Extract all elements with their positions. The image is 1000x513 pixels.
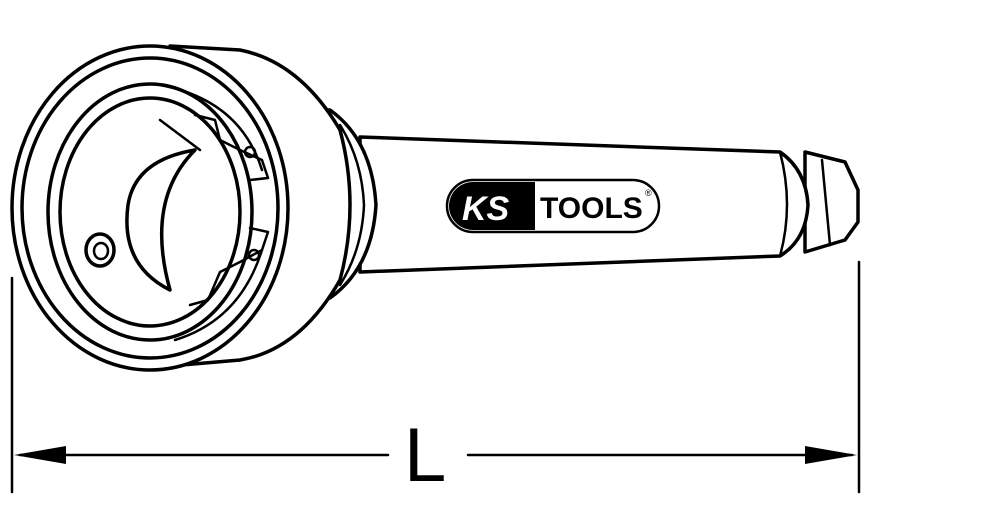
logo-suffix: TOOLS [540, 192, 643, 225]
inner-bore [125, 118, 202, 292]
arrow-right-icon [805, 446, 857, 464]
logo-prefix: KS [462, 190, 510, 228]
pin-icon [243, 145, 257, 159]
housing-front-face [10, 44, 290, 372]
square-drive [803, 150, 860, 254]
pin-icon [247, 248, 261, 262]
grip-hole-icon [84, 232, 116, 268]
inner-ring [46, 82, 264, 342]
dimension-line: L [10, 260, 861, 498]
claw-segments [188, 113, 270, 307]
brand-logo: KS TOOLS ® [445, 178, 661, 234]
arrow-left-icon [14, 446, 66, 464]
dimension-label: L [404, 413, 446, 498]
logo-registered-mark: ® [645, 188, 652, 198]
housing-body [10, 44, 352, 372]
